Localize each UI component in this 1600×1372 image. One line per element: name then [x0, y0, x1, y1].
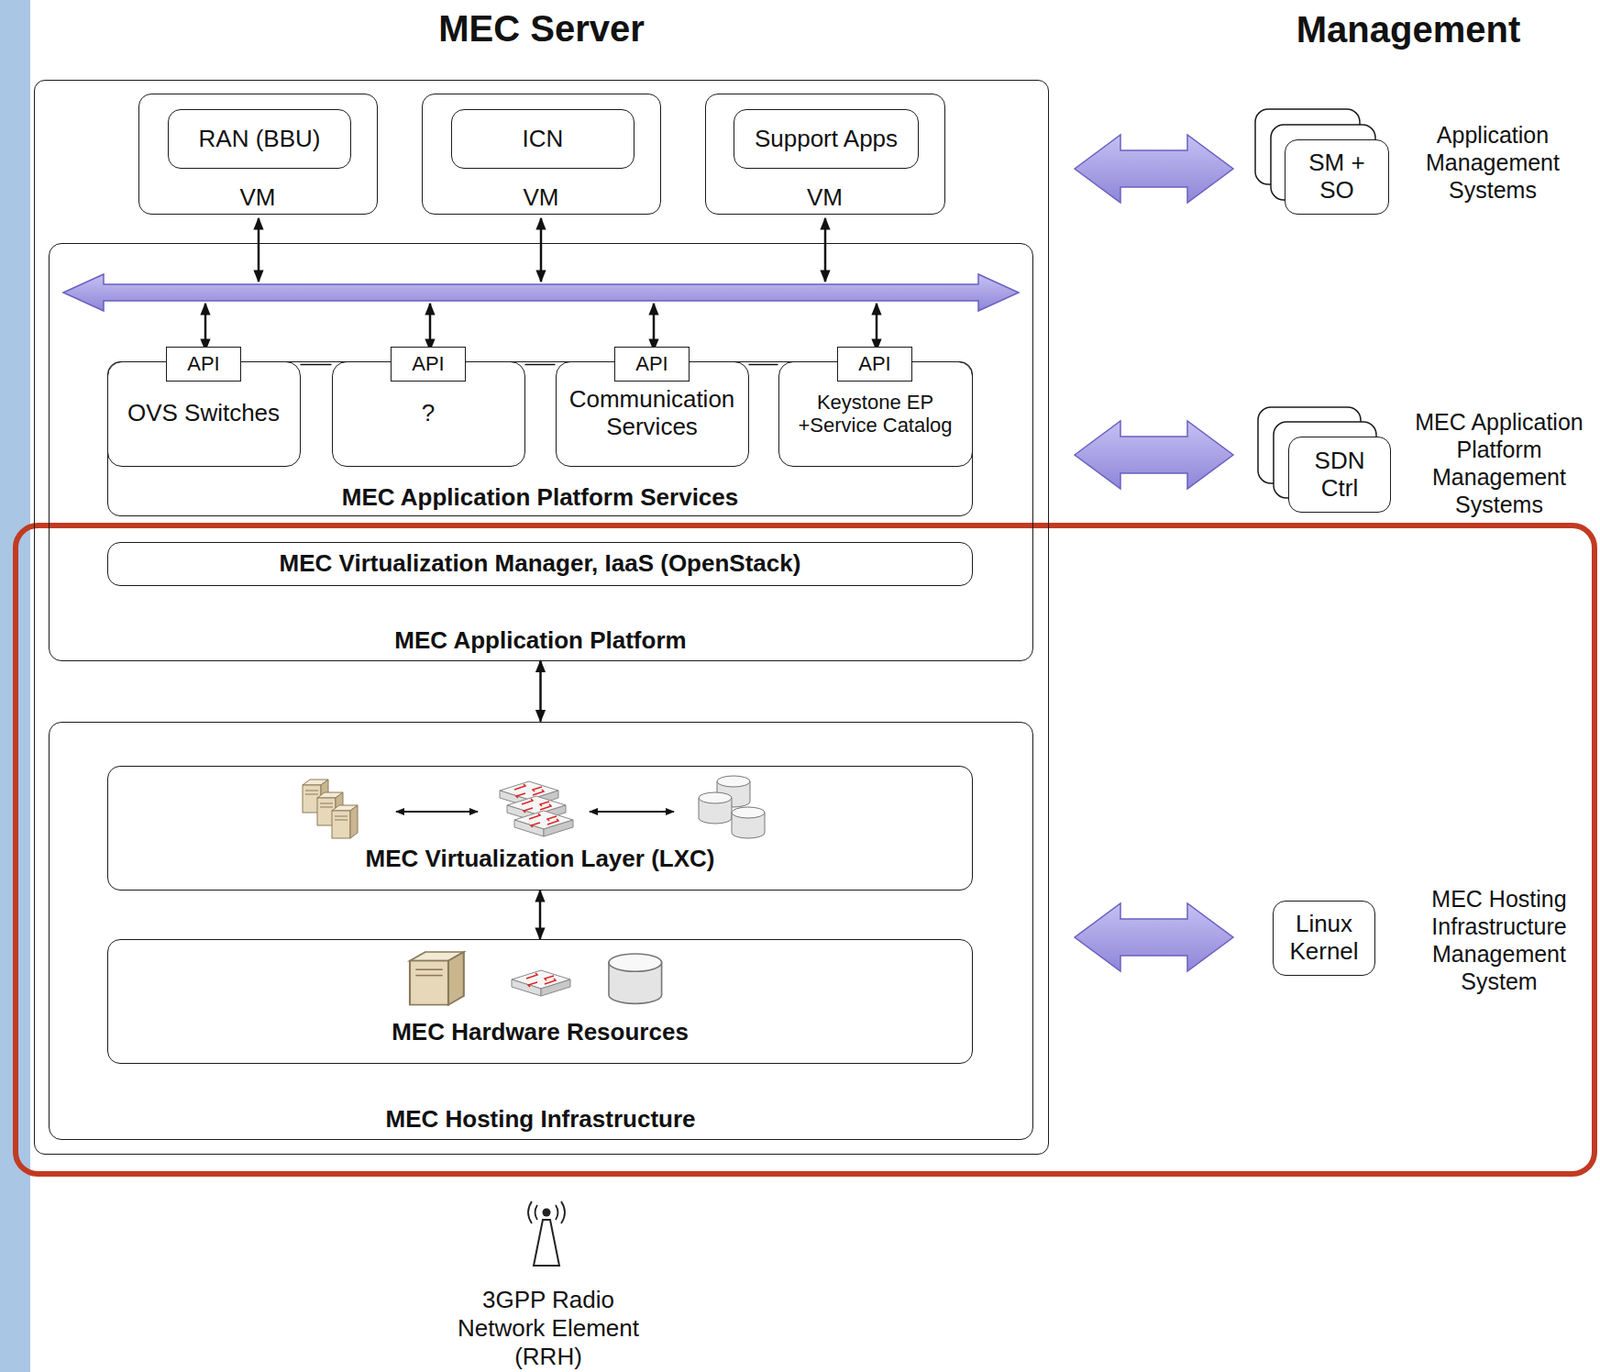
box-label: MEC Virtualization Layer (LXC) — [365, 845, 716, 873]
server-icon — [409, 951, 464, 1005]
box-label: API — [858, 352, 891, 376]
box-label: Keystone EP +Service Catalog — [786, 390, 965, 438]
server-icon — [302, 779, 329, 813]
bus-api-arrow — [429, 303, 432, 351]
bus-api-arrow — [652, 303, 656, 351]
layer-box: MEC Virtualization Layer (LXC) — [107, 765, 973, 891]
box-label: Linux Kernel — [1280, 910, 1368, 966]
switch-icon — [507, 795, 566, 822]
disk-icon — [731, 806, 765, 839]
management-arrow — [1074, 903, 1234, 972]
app-box: RAN (BBU) — [167, 109, 352, 169]
box-label: VM — [806, 184, 843, 212]
api-tab: API — [614, 346, 690, 381]
vm-bus-arrow — [824, 218, 828, 282]
disk-icon — [608, 953, 663, 1004]
box-label: Communication Services — [563, 386, 741, 442]
service-box: ?API — [331, 361, 526, 467]
box-label: MEC Application Platform — [394, 627, 686, 655]
box-label: Support Apps — [754, 125, 898, 154]
box-label: API — [635, 352, 668, 376]
management-arrow — [1074, 420, 1234, 489]
bus-api-arrow — [875, 303, 879, 351]
service-box: Keystone EP +Service CatalogAPI — [778, 361, 973, 467]
server-box: MEC ServerVMRAN (BBU)VMICNVMSupport Apps… — [33, 79, 1049, 1155]
bus-arrow — [63, 274, 1019, 311]
app-box: ICN — [451, 109, 635, 169]
vm-box: VM ICN — [421, 93, 662, 215]
column-heading: Management — [1270, 7, 1546, 52]
side-bar — [0, 0, 31, 1372]
link-line — [749, 364, 779, 366]
service-box: OVS SwitchesAPI — [107, 361, 301, 467]
vm-bus-arrow — [257, 218, 261, 282]
management-arrow — [1074, 134, 1234, 203]
layer-arrow — [539, 661, 542, 722]
layer-arrow — [539, 890, 542, 939]
services-box: MEC Application Platform Services OVS Swi… — [107, 361, 973, 517]
management-label: MEC Application Platform Management Syst… — [1402, 408, 1596, 519]
bus-api-arrow — [204, 303, 208, 351]
manager-bar: MEC Virtualization Manager, IaaS (OpenSt… — [107, 541, 973, 586]
icon-arrow — [396, 810, 478, 813]
vm-bus-arrow — [540, 218, 543, 282]
management-box: Linux Kernel — [1272, 900, 1376, 976]
box-label: MEC Application Platform Services — [342, 484, 739, 512]
highlight-frame — [15, 525, 1595, 1174]
antenna-icon — [528, 1201, 565, 1266]
link-line — [300, 364, 332, 366]
vm-box: VM Support Apps — [705, 93, 946, 215]
management-box: SDN Ctrl — [1288, 436, 1391, 513]
switch-icon — [511, 970, 571, 996]
management-label: Application Management Systems — [1395, 121, 1590, 204]
box-label: RAN (BBU) — [198, 125, 321, 154]
api-tab: API — [165, 346, 242, 381]
switch-icon — [514, 810, 574, 837]
box-label: API — [187, 352, 220, 376]
server-icon — [331, 805, 358, 839]
box-label: MEC Hardware Resources — [391, 1018, 689, 1047]
management-label: 3GPP Radio Network Element (RRH) — [447, 1285, 650, 1372]
platform-box: MEC Application Platform MEC Application … — [48, 242, 1034, 662]
service-box: Communication ServicesAPI — [555, 361, 750, 467]
icon-arrow — [589, 810, 674, 813]
vm-box: VM RAN (BBU) — [138, 93, 378, 215]
disk-icon — [698, 792, 732, 824]
switch-icon — [499, 781, 559, 807]
box-heading: MEC Server — [34, 7, 1049, 50]
layer-box: MEC Hardware Resources — [107, 938, 973, 1064]
api-tab: API — [837, 346, 913, 381]
hosting-box: MEC Hosting Infrastructure MEC Virtualiza… — [48, 721, 1034, 1140]
box-label: MEC Hosting Infrastructure — [385, 1105, 696, 1134]
api-tab: API — [390, 346, 466, 381]
box-label: MEC Virtualization Manager, IaaS (OpenSt… — [279, 550, 802, 578]
disk-icon — [717, 775, 751, 807]
box-label: ICN — [522, 125, 564, 154]
box-label: SM + SO — [1292, 149, 1381, 205]
app-box: Support Apps — [733, 109, 919, 169]
link-line — [525, 364, 556, 366]
management-box: SM + SO — [1284, 139, 1390, 215]
box-label: API — [411, 352, 444, 376]
box-label: VM — [240, 184, 276, 212]
management-label: MEC Hosting Infrastructure Management Sy… — [1402, 884, 1596, 995]
box-label: OVS Switches — [127, 399, 280, 428]
server-icon — [317, 792, 343, 826]
box-label: VM — [523, 184, 560, 212]
box-label: ? — [421, 399, 435, 428]
box-label: SDN Ctrl — [1296, 447, 1383, 503]
